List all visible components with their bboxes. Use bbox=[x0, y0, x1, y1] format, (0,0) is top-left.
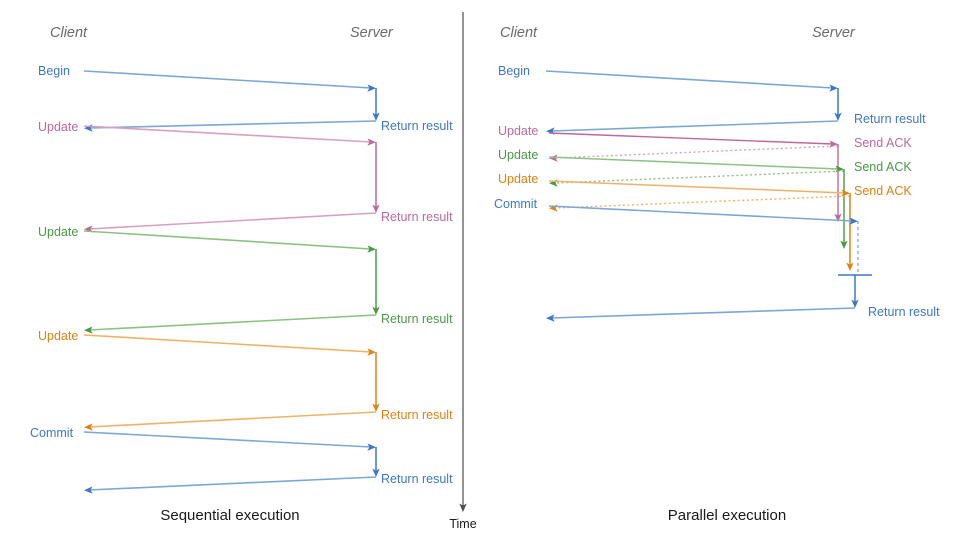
seq-update2-server-label: Return result bbox=[381, 312, 453, 326]
seq-begin-client-label: Begin bbox=[38, 64, 70, 78]
seq-begin-request-line bbox=[83, 70, 372, 89]
par-update3-server-label: Send ACK bbox=[854, 184, 912, 198]
par-update1-hold-arrowhead bbox=[834, 213, 842, 222]
seq-begin-hold-arrowhead bbox=[372, 112, 380, 121]
par-commit-hold-arrowhead bbox=[851, 299, 859, 308]
seq-update2-reply-line bbox=[88, 314, 377, 331]
seq-update1-request-arrowhead bbox=[367, 138, 376, 146]
par-update1-client-label: Update bbox=[498, 124, 538, 138]
time-axis-arrowhead bbox=[459, 503, 467, 512]
seq-commit-server-label: Return result bbox=[381, 472, 453, 486]
par-begin-request-arrowhead bbox=[829, 84, 838, 92]
seq-update2-request-line bbox=[83, 230, 372, 250]
seq-update1-request-line bbox=[83, 125, 372, 143]
par-update3-ack-line bbox=[554, 195, 851, 209]
seq-commit-reply-line bbox=[88, 476, 377, 491]
seq-commit-request-arrowhead bbox=[367, 443, 376, 451]
seq-begin-server-label: Return result bbox=[381, 119, 453, 133]
par-begin-request-line bbox=[545, 70, 834, 89]
seq-update2-reply-arrowhead bbox=[84, 326, 93, 334]
par-message-begin: Begin Return result bbox=[498, 64, 926, 135]
par-update3-client-label: Update bbox=[498, 172, 538, 186]
par-message-update-3: Update Send ACK bbox=[498, 172, 912, 271]
seq-message-update-1: Update Return result bbox=[38, 120, 453, 233]
par-message-commit: Commit Return result bbox=[494, 197, 940, 322]
seq-update3-client-label: Update bbox=[38, 329, 78, 343]
par-begin-hold-arrowhead bbox=[834, 112, 842, 121]
par-message-update-1: Update Send ACK bbox=[498, 124, 912, 222]
par-update1-ack-line bbox=[554, 145, 839, 159]
par-update2-hold-arrowhead bbox=[840, 240, 848, 249]
seq-update1-server-label: Return result bbox=[381, 210, 453, 224]
time-axis-label: Time bbox=[449, 517, 476, 531]
par-commit-request-line bbox=[548, 205, 854, 222]
seq-update2-hold-arrowhead bbox=[372, 306, 380, 315]
par-update3-request-line bbox=[548, 180, 846, 194]
seq-update3-hold-arrowhead bbox=[372, 403, 380, 412]
par-commit-request-arrowhead bbox=[849, 217, 858, 225]
panel-sequential: Client Server Begin Return result bbox=[30, 25, 453, 524]
seq-message-commit: Commit Return result bbox=[30, 426, 453, 494]
seq-update2-client-label: Update bbox=[38, 225, 78, 239]
par-commit-reply-arrowhead bbox=[546, 314, 555, 322]
par-update1-request-line bbox=[548, 132, 834, 145]
par-commit-reply-line bbox=[550, 307, 856, 319]
par-begin-server-label: Return result bbox=[854, 112, 926, 126]
par-begin-reply-line bbox=[550, 120, 839, 132]
sequential-client-lane-label: Client bbox=[50, 25, 88, 41]
sequential-panel-title: Sequential execution bbox=[160, 507, 299, 524]
parallel-panel-title: Parallel execution bbox=[668, 507, 786, 524]
seq-update3-server-label: Return result bbox=[381, 408, 453, 422]
par-commit-client-label: Commit bbox=[494, 197, 538, 211]
seq-commit-hold-arrowhead bbox=[372, 468, 380, 477]
seq-update3-reply-line bbox=[88, 411, 377, 428]
parallel-server-lane-label: Server bbox=[812, 25, 856, 41]
par-update3-hold-arrowhead bbox=[846, 262, 854, 271]
par-update2-ack-line bbox=[554, 170, 845, 184]
seq-commit-client-label: Commit bbox=[30, 426, 74, 440]
seq-update1-reply-line bbox=[88, 212, 377, 230]
par-update3-request-arrowhead bbox=[841, 189, 850, 197]
par-update1-server-label: Send ACK bbox=[854, 136, 912, 150]
seq-begin-request-arrowhead bbox=[367, 84, 376, 92]
par-commit-server-label: Return result bbox=[868, 305, 940, 319]
seq-update1-hold-arrowhead bbox=[372, 204, 380, 213]
seq-update3-request-line bbox=[83, 334, 372, 353]
seq-message-begin: Begin Return result bbox=[38, 64, 453, 133]
seq-message-update-3: Update Return result bbox=[38, 329, 453, 431]
par-update2-client-label: Update bbox=[498, 148, 538, 162]
seq-commit-request-line bbox=[83, 431, 372, 448]
seq-message-update-2: Update Return result bbox=[38, 225, 453, 334]
seq-update3-reply-arrowhead bbox=[84, 423, 93, 431]
time-axis-group: Time bbox=[449, 12, 477, 531]
seq-update1-client-label: Update bbox=[38, 120, 78, 134]
sequential-server-lane-label: Server bbox=[350, 25, 394, 41]
parallel-client-lane-label: Client bbox=[500, 25, 538, 41]
seq-begin-reply-line bbox=[88, 120, 377, 129]
par-update2-server-label: Send ACK bbox=[854, 160, 912, 174]
panel-parallel: Client Server Begin Return result bbox=[494, 25, 940, 524]
seq-commit-reply-arrowhead bbox=[84, 486, 93, 494]
seq-update2-request-arrowhead bbox=[367, 245, 376, 253]
par-begin-client-label: Begin bbox=[498, 64, 530, 78]
par-update2-request-line bbox=[548, 156, 840, 170]
seq-update3-request-arrowhead bbox=[367, 348, 376, 356]
par-update1-ack-arrowhead bbox=[549, 154, 558, 162]
